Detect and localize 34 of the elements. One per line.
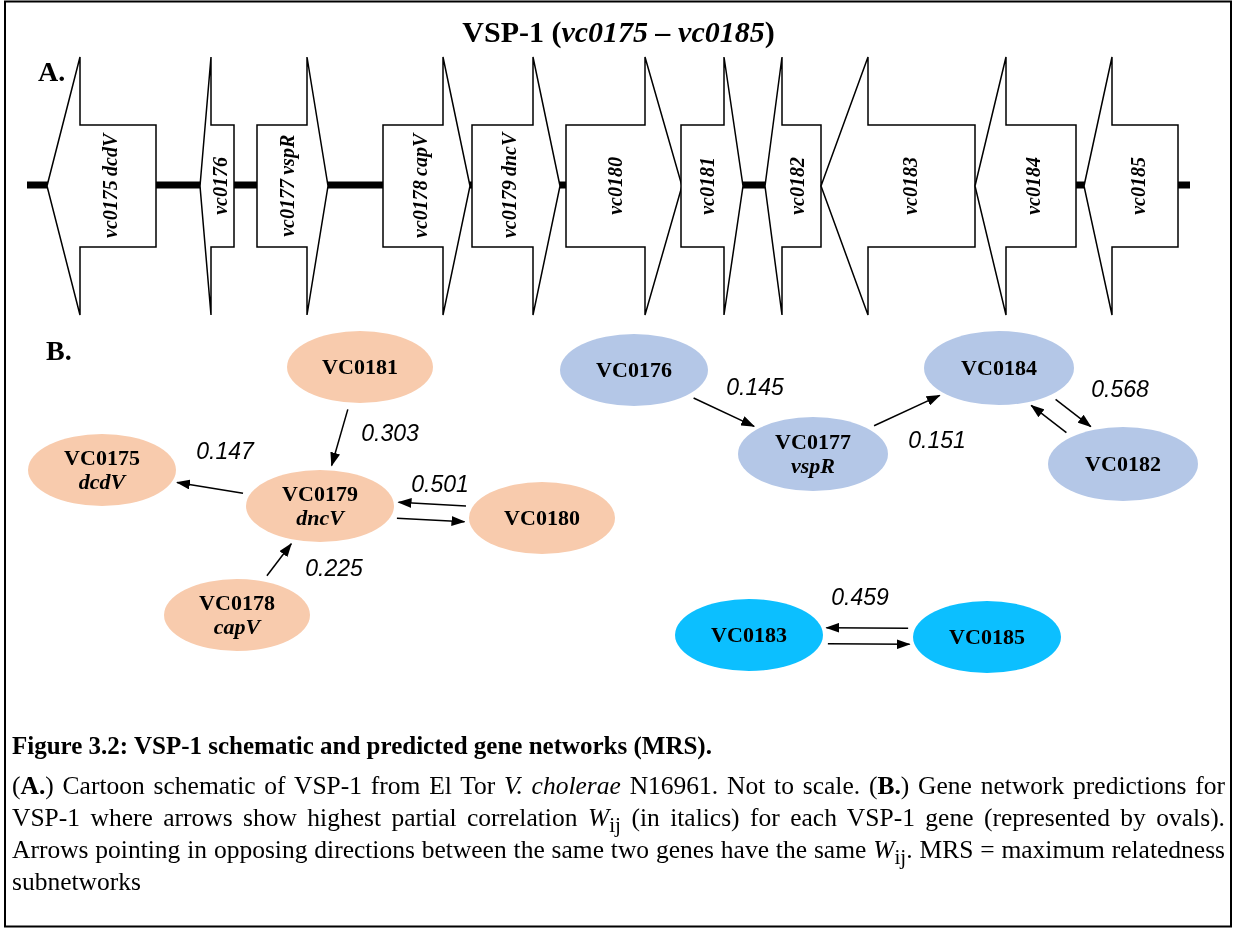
gene-id: vc0179 bbox=[497, 180, 522, 239]
panel-label: A. bbox=[38, 56, 66, 88]
gene-id: VC0182 bbox=[1085, 452, 1161, 476]
gene-symbol: dncV bbox=[296, 506, 344, 530]
gene-symbol: dncV bbox=[497, 133, 522, 177]
gene-id: VC0181 bbox=[322, 355, 398, 379]
gene-id: VC0180 bbox=[504, 506, 580, 530]
gene-id: vc0181 bbox=[695, 157, 720, 215]
gene-id: VC0177 bbox=[775, 430, 851, 454]
gene-id: vc0183 bbox=[897, 157, 922, 215]
figure-caption: Figure 3.2: VSP-1 schematic and predicted gene networks (MRS). (A.) Cartoon schematic of VSP-1 from El Tor V. cholerae N16961. Not to scale. (B.) Gene network predictions for VSP-1 where arrows show highest partial correlation W$_{ij}$ (in italics) for each VSP-1 gene (represented by ovals). Arrows pointing in opposing directions between the same two genes have the same W$_{ij}$. MRS = maximum relatedness subnetworks bbox=[12, 731, 1225, 898]
gene-id: VC0178 bbox=[199, 591, 275, 615]
gene-id: vc0185 bbox=[1126, 157, 1150, 215]
gene-symbol: capV bbox=[213, 615, 261, 639]
figure-title: VSP-1 (vc0175 – vc0185) bbox=[461, 14, 776, 50]
gene-id: VC0176 bbox=[596, 358, 672, 382]
gene-id: VC0175 bbox=[64, 446, 140, 470]
gene-id: VC0185 bbox=[949, 625, 1025, 649]
gene-symbol: capV bbox=[407, 134, 432, 177]
gene-symbol: dcdV bbox=[78, 470, 126, 494]
gene-symbol: vspR bbox=[791, 454, 835, 478]
gene-symbol: vspR bbox=[275, 135, 300, 176]
gene-id: vc0176 bbox=[207, 157, 232, 215]
gene-id: VC0184 bbox=[961, 356, 1037, 380]
gene-id: vc0178 bbox=[407, 180, 432, 238]
gene-id: vc0175 bbox=[97, 180, 122, 238]
panel-label: B. bbox=[46, 335, 72, 367]
gene-id: vc0180 bbox=[602, 157, 627, 215]
gene-id: vc0184 bbox=[1021, 157, 1046, 215]
gene-symbol: dcdV bbox=[97, 134, 122, 177]
gene-id: VC0179 bbox=[282, 482, 358, 506]
gene-id: vc0182 bbox=[785, 157, 810, 215]
gene-id: VC0183 bbox=[711, 623, 787, 647]
gene-id: vc0177 bbox=[275, 179, 300, 237]
